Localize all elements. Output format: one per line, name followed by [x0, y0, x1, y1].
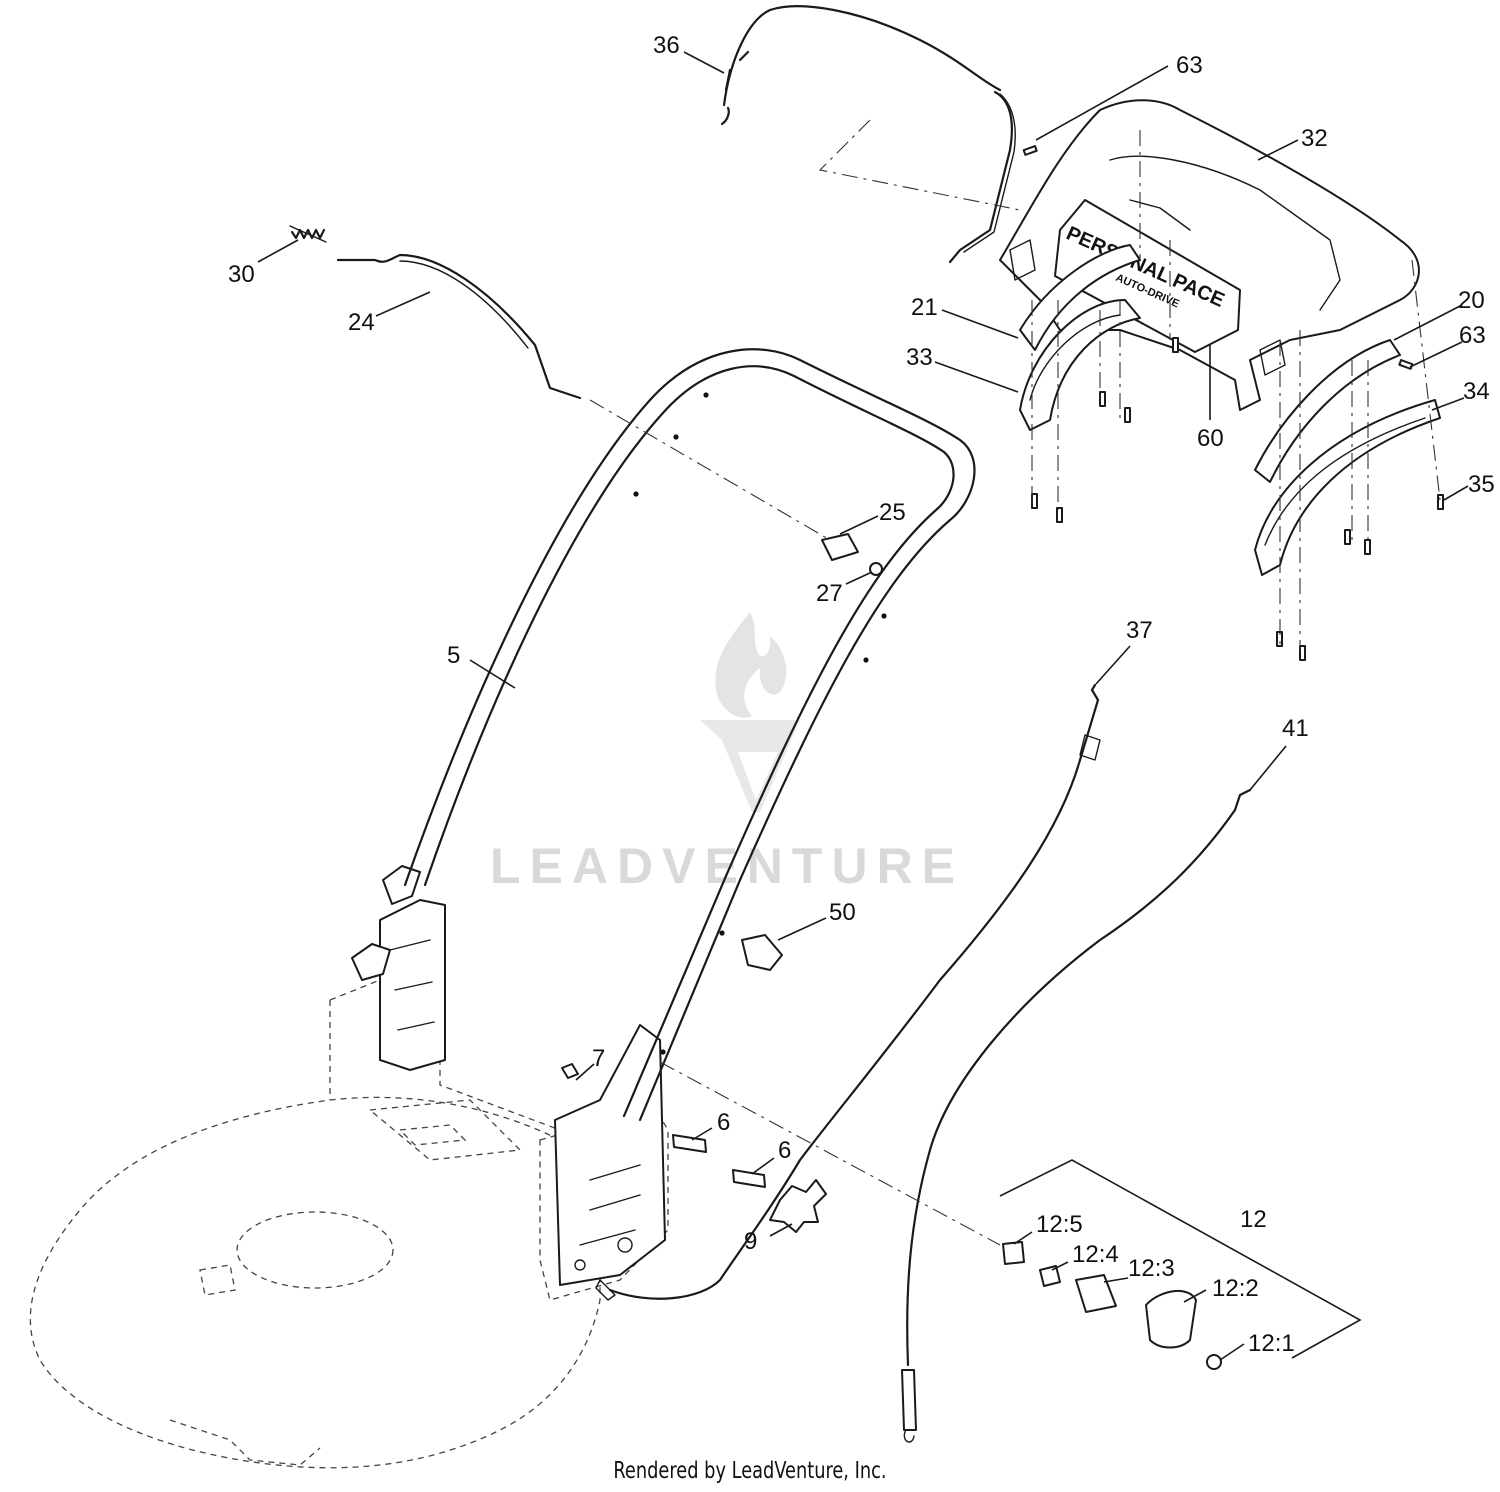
callout-36: 36: [653, 32, 680, 59]
callout-12-5: 12:5: [1036, 1211, 1083, 1238]
callout-41: 41: [1282, 715, 1309, 742]
callout-24: 24: [348, 309, 375, 336]
centerlines: [589, 119, 1441, 1246]
bail-rod: [336, 253, 582, 400]
callout-30: 30: [228, 261, 255, 288]
callout-50: 50: [829, 899, 856, 926]
callout-27: 27: [816, 580, 843, 607]
callout-12-2: 12:2: [1212, 1275, 1259, 1302]
callout-12: 12: [1240, 1206, 1267, 1233]
part-12-1: [1206, 1354, 1222, 1370]
callout-25: 25: [879, 499, 906, 526]
right-handle-bracket: [554, 1024, 666, 1286]
callout-63-right: 63: [1459, 322, 1486, 349]
part-50: [741, 934, 783, 971]
callout-12-1: 12:1: [1248, 1330, 1295, 1357]
spring: [289, 225, 327, 243]
part-6b: [732, 1169, 766, 1188]
callout-6-upper: 6: [717, 1109, 730, 1136]
flame-logo-icon: [700, 612, 800, 812]
render-credit: Rendered by LeadVenture, Inc.: [613, 1458, 887, 1484]
part-6a: [672, 1134, 707, 1153]
callout-20: 20: [1458, 287, 1485, 314]
leader-lines: [257, 51, 1469, 1361]
left-knob-lower: [351, 943, 391, 981]
handle-tube: [403, 348, 976, 1122]
callout-6-lower: 6: [778, 1137, 791, 1164]
watermark: LEADVENTURE: [490, 612, 964, 894]
callout-34: 34: [1463, 378, 1490, 405]
part-12-3: [1075, 1274, 1117, 1313]
callout-labels: 36 63 32 30 24 21 33 60 20 63 34 35 25 2…: [228, 32, 1495, 1357]
kit-12-bracket: [999, 1159, 1362, 1359]
left-knob-upper: [382, 865, 421, 905]
callout-12-4: 12:4: [1072, 1241, 1119, 1268]
callout-5: 5: [447, 642, 460, 669]
right-rail: [1254, 339, 1441, 576]
part-7: [561, 1063, 579, 1079]
callout-63-top: 63: [1176, 52, 1203, 79]
part-12-4: [1039, 1265, 1061, 1287]
callout-9: 9: [744, 1228, 757, 1255]
decal-plate: [1054, 199, 1241, 353]
callout-7: 7: [592, 1045, 605, 1072]
mower-deck-phantom: [29, 979, 669, 1469]
callout-21: 21: [911, 294, 938, 321]
part-12-2: [1145, 1289, 1197, 1349]
part-27: [869, 562, 883, 576]
upper-bail: [720, 5, 1016, 264]
callout-35: 35: [1468, 471, 1495, 498]
cable-37: [595, 683, 1101, 1301]
cable-41: [901, 788, 1252, 1443]
part-25: [821, 533, 859, 561]
callout-12-3: 12:3: [1128, 1255, 1175, 1282]
small-parts: [561, 533, 1222, 1370]
callout-60: 60: [1197, 425, 1224, 452]
part-12-5: [1002, 1241, 1025, 1265]
callout-37: 37: [1126, 617, 1153, 644]
callout-32: 32: [1301, 125, 1328, 152]
watermark-text: LEADVENTURE: [490, 838, 964, 894]
left-handle-bracket: [351, 865, 446, 1071]
callout-33: 33: [906, 344, 933, 371]
part-9-knob: [769, 1179, 827, 1233]
